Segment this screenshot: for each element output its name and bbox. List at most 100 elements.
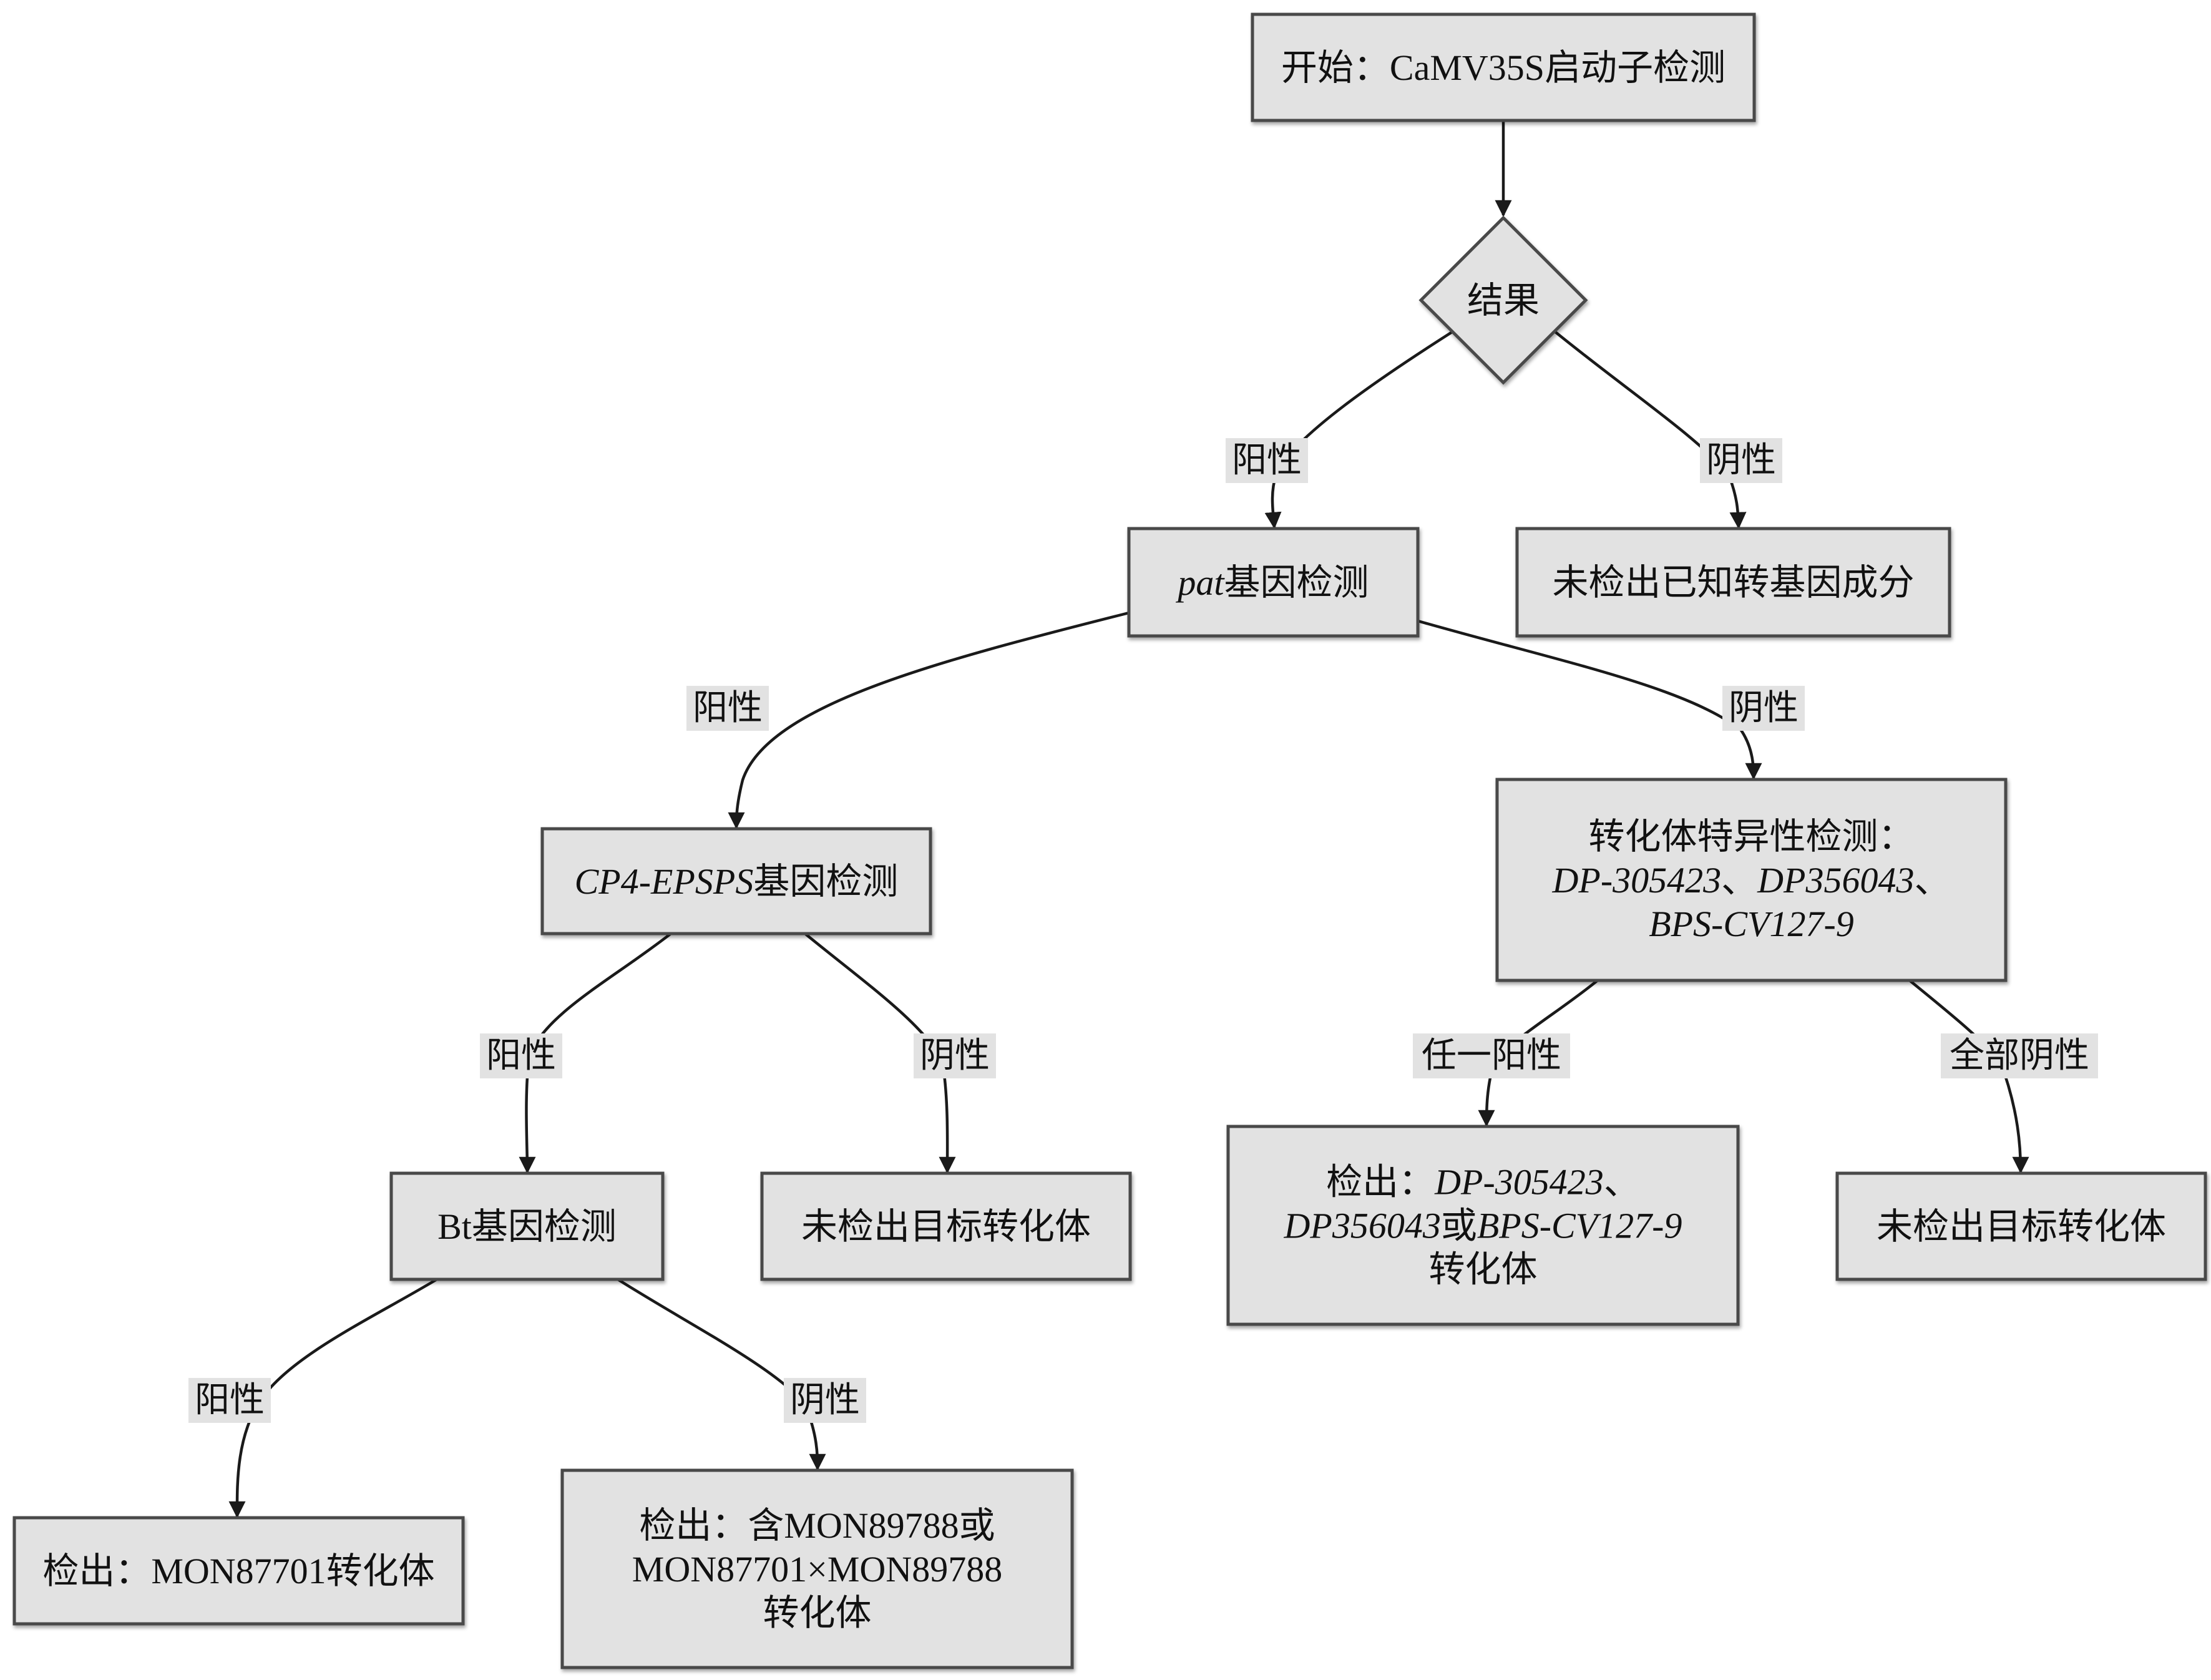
node-label: DP-305423、DP356043、 xyxy=(1552,860,1951,901)
edge-label-background xyxy=(1413,1033,1570,1078)
text-run: 、 xyxy=(1721,860,1757,901)
edge-label-text: 任一阳性 xyxy=(1422,1037,1561,1075)
edge-label: 全部阴性 xyxy=(1941,1033,2098,1078)
edge-pat-to-event-specific xyxy=(1417,619,1762,780)
edge-pat-to-cp4 xyxy=(728,611,1130,829)
text-run: 开始：CaMV35S启动子检测 xyxy=(1281,47,1725,88)
node-none-known: 未检出已知转基因成分 xyxy=(1515,527,1951,638)
text-run: 检出： xyxy=(1326,1161,1435,1202)
node-result: 结果 xyxy=(1418,215,1588,385)
node-label: 结果 xyxy=(1467,280,1540,321)
process-box xyxy=(1835,1171,2207,1281)
italic-text: BPS-CV127-9 xyxy=(1477,1205,1682,1246)
edge-label-text: 阴性 xyxy=(790,1381,860,1420)
text-run: Bt基因检测 xyxy=(437,1206,617,1247)
edge-label-background xyxy=(1226,438,1308,483)
process-box xyxy=(1127,527,1420,638)
decision-diamond xyxy=(1418,215,1588,385)
edge-label: 阴性 xyxy=(1722,686,1805,731)
edge-label: 阴性 xyxy=(914,1033,996,1078)
text-run: MON87701×MON89788 xyxy=(632,1549,1002,1590)
edge-label: 阳性 xyxy=(1226,438,1308,483)
node-label: 检出：含MON89788或 xyxy=(639,1505,995,1546)
text-run: 转化体 xyxy=(763,1593,871,1633)
process-box xyxy=(1495,778,2008,982)
node-label: 开始：CaMV35S启动子检测 xyxy=(1281,47,1725,88)
text-run: 基因检测 xyxy=(1224,562,1369,603)
node-label: BPS-CV127-9 xyxy=(1649,904,1854,944)
nodes-layer: 开始：CaMV35S启动子检测结果pat基因检测未检出已知转基因成分CP4-EP… xyxy=(12,12,2207,1669)
node-start: 开始：CaMV35S启动子检测 xyxy=(1251,12,1756,122)
text-run: 或 xyxy=(1441,1205,1477,1246)
edge-label: 阴性 xyxy=(1700,438,1782,483)
edge-label-background xyxy=(784,1378,866,1423)
process-box xyxy=(540,827,932,935)
node-no-target-right: 未检出目标转化体 xyxy=(1835,1171,2207,1281)
node-label: Bt基因检测 xyxy=(437,1206,617,1247)
edge-bt-to-mon89788 xyxy=(617,1278,826,1471)
text-run: 转化体特异性检测： xyxy=(1588,816,1914,857)
node-event-specific: 转化体特异性检测：DP-305423、DP356043、BPS-CV127-9 xyxy=(1495,778,2008,982)
edge-label: 阳性 xyxy=(188,1378,271,1423)
edge-label-background xyxy=(188,1378,271,1423)
text-run: 结果 xyxy=(1467,280,1540,321)
edge-label-background xyxy=(1700,438,1782,483)
edge-label-text: 阳性 xyxy=(693,689,763,728)
text-run: 检出：含MON89788或 xyxy=(639,1505,995,1546)
edge-label: 任一阳性 xyxy=(1413,1033,1570,1078)
text-run: 未检出已知转基因成分 xyxy=(1552,562,1914,603)
text-run: 转化体 xyxy=(1428,1249,1537,1289)
italic-text: DP-305423 xyxy=(1434,1161,1604,1202)
text-run: 检出：MON87701转化体 xyxy=(42,1551,434,1591)
process-box xyxy=(1226,1125,1740,1326)
italic-text: BPS-CV127-9 xyxy=(1649,904,1854,944)
process-box xyxy=(1251,12,1756,122)
edge-label-text: 阴性 xyxy=(1706,441,1776,480)
process-box xyxy=(560,1468,1074,1669)
process-box xyxy=(760,1171,1132,1281)
node-label: 检出：DP-305423、 xyxy=(1326,1161,1640,1202)
text-run: 未检出目标转化体 xyxy=(1877,1206,2166,1247)
text-run: 基因检测 xyxy=(753,861,898,902)
node-no-target-left: 未检出目标转化体 xyxy=(760,1171,1132,1281)
edge-label-background xyxy=(914,1033,996,1078)
node-label: pat基因检测 xyxy=(1175,562,1369,603)
process-box xyxy=(389,1171,665,1281)
edge-label-text: 阴性 xyxy=(920,1037,990,1075)
edge-label: 阴性 xyxy=(784,1378,866,1423)
italic-text: CP4-EPSPS xyxy=(575,861,754,902)
edge-label-text: 全部阴性 xyxy=(1950,1037,2089,1075)
node-label: 未检出已知转基因成分 xyxy=(1552,562,1914,603)
edge-label-background xyxy=(1941,1033,2098,1078)
edge-label: 阳性 xyxy=(686,686,769,731)
edge-labels-layer: 阳性阴性阳性阴性阳性阴性任一阳性全部阴性阳性阴性 xyxy=(188,438,2098,1423)
edge-label-text: 阳性 xyxy=(195,1381,265,1420)
node-cp4: CP4-EPSPS基因检测 xyxy=(540,827,932,935)
italic-text: DP356043 xyxy=(1757,860,1914,901)
node-pat: pat基因检测 xyxy=(1127,527,1420,638)
node-label: 转化体特异性检测： xyxy=(1588,816,1914,857)
node-mon87701: 检出：MON87701转化体 xyxy=(12,1516,465,1626)
edge-label-text: 阳性 xyxy=(486,1037,556,1075)
node-label: CP4-EPSPS基因检测 xyxy=(575,861,899,902)
edge-label-background xyxy=(686,686,769,731)
node-label: 检出：MON87701转化体 xyxy=(42,1551,434,1591)
process-box xyxy=(1515,527,1951,638)
edge-result-to-pat xyxy=(1264,330,1455,529)
edge-label-text: 阴性 xyxy=(1729,689,1799,728)
node-label: DP356043或BPS-CV127-9 xyxy=(1284,1205,1682,1246)
node-label: 转化体 xyxy=(1428,1249,1537,1289)
italic-text: DP-305423 xyxy=(1552,860,1722,901)
edge-label-background xyxy=(1722,686,1805,731)
node-label: MON87701×MON89788 xyxy=(632,1549,1002,1590)
edge-label-text: 阳性 xyxy=(1232,441,1302,480)
italic-text: pat xyxy=(1175,562,1225,603)
node-label: 未检出目标转化体 xyxy=(1877,1206,2166,1247)
italic-text: DP356043 xyxy=(1284,1205,1441,1246)
edge-label-background xyxy=(480,1033,562,1078)
node-label: 转化体 xyxy=(763,1593,871,1633)
node-label: 未检出目标转化体 xyxy=(801,1206,1091,1247)
